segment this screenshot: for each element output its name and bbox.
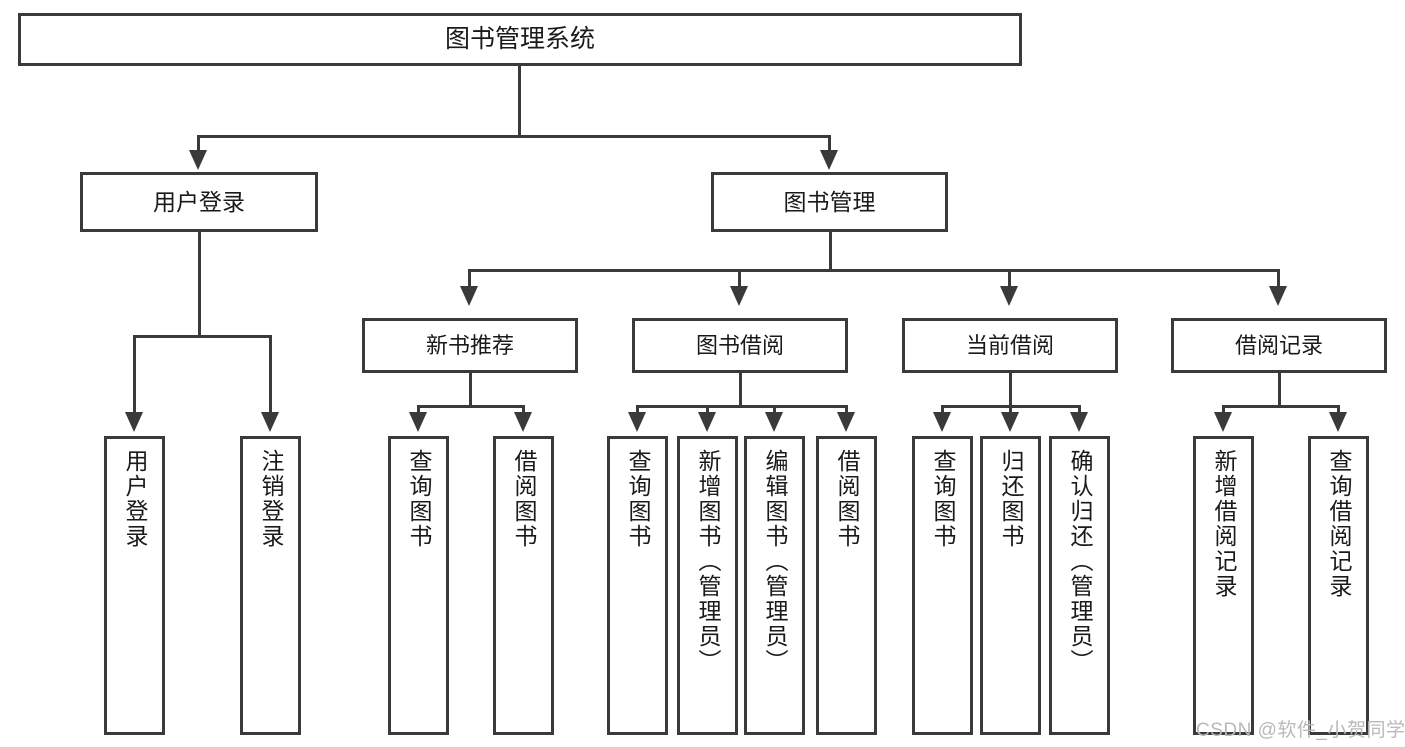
connector-bookmgmt-to-l2-1 — [468, 269, 471, 291]
node-label: 新增借阅记录 — [1211, 449, 1237, 599]
leaf-book-borrow-edit[interactable]: 编辑图书（管理员） — [744, 436, 805, 735]
arrow-bookmgmt-to-l2-3 — [1000, 286, 1018, 306]
leaf-current-borrow-confirm-return[interactable]: 确认归还（管理员） — [1049, 436, 1110, 735]
arrow-newbook-to-leaf1 — [409, 412, 427, 432]
node-new-book-recommend[interactable]: 新书推荐 — [362, 318, 578, 373]
connector-borrowrecord-bus — [1222, 405, 1340, 408]
arrow-bookborrow-to-leaf2 — [698, 412, 716, 432]
leaf-current-borrow-return[interactable]: 归还图书 — [980, 436, 1041, 735]
connector-newbook-bus — [417, 405, 525, 408]
connector-root-bus — [197, 135, 831, 138]
connector-bookborrow-stem — [739, 373, 742, 406]
node-user-login[interactable]: 用户登录 — [80, 172, 318, 232]
connector-borrowrecord-to-leaf1 — [1222, 405, 1225, 417]
connector-bookborrow-bus — [636, 405, 848, 408]
node-label: 编辑图书（管理员） — [762, 449, 788, 674]
leaf-user-login-login[interactable]: 用户登录 — [104, 436, 165, 735]
arrow-newbook-to-leaf2 — [514, 412, 532, 432]
connector-currentborrow-to-leaf3 — [1078, 405, 1081, 417]
node-label: 当前借阅 — [965, 332, 1054, 358]
node-label: 借阅记录 — [1234, 332, 1323, 358]
connector-userlogin-to-leaf2 — [269, 335, 272, 417]
connector-newbook-stem — [469, 373, 472, 406]
connector-newbook-to-leaf2 — [522, 405, 525, 417]
watermark-text: CSDN @软件_小贺同学 — [1196, 720, 1405, 741]
node-label: 注销登录 — [258, 449, 284, 549]
leaf-new-book-borrow[interactable]: 借阅图书 — [493, 436, 554, 735]
node-label: 查询图书 — [625, 449, 651, 549]
node-label: 图书管理 — [783, 188, 876, 215]
connector-currentborrow-to-leaf2 — [1009, 405, 1012, 417]
node-current-borrow[interactable]: 当前借阅 — [902, 318, 1118, 373]
arrow-root-to-bookmgmt — [820, 150, 838, 170]
node-label: 新书推荐 — [425, 332, 514, 358]
node-label: 用户登录 — [153, 188, 245, 215]
node-borrow-record[interactable]: 借阅记录 — [1171, 318, 1387, 373]
arrow-bookmgmt-to-l2-2 — [730, 286, 748, 306]
arrow-userlogin-to-leaf2 — [261, 412, 279, 432]
node-book-borrow[interactable]: 图书借阅 — [632, 318, 848, 373]
arrow-currentborrow-to-leaf3 — [1070, 412, 1088, 432]
connector-root-stem — [518, 66, 521, 135]
arrow-bookborrow-to-leaf3 — [765, 412, 783, 432]
node-label: 借阅图书 — [511, 449, 537, 549]
connector-currentborrow-to-leaf1 — [941, 405, 944, 417]
arrow-currentborrow-to-leaf2 — [1001, 412, 1019, 432]
connector-borrowrecord-stem — [1278, 373, 1281, 406]
connector-bookborrow-to-leaf3 — [773, 405, 776, 417]
connector-bookmgmt-bus — [468, 269, 1280, 272]
arrow-bookmgmt-to-l2-4 — [1269, 286, 1287, 306]
node-label: 图书借阅 — [695, 332, 784, 358]
arrow-bookborrow-to-leaf1 — [628, 412, 646, 432]
node-label: 用户登录 — [122, 449, 148, 549]
leaf-borrow-record-query[interactable]: 查询借阅记录 — [1308, 436, 1369, 735]
arrow-bookborrow-to-leaf4 — [837, 412, 855, 432]
connector-bookborrow-to-leaf4 — [845, 405, 848, 417]
leaf-new-book-query[interactable]: 查询图书 — [388, 436, 449, 735]
connector-borrowrecord-to-leaf2 — [1337, 405, 1340, 417]
connector-newbook-to-leaf1 — [417, 405, 420, 417]
connector-root-to-bookmgmt — [828, 135, 831, 157]
connector-currentborrow-stem — [1009, 373, 1012, 406]
leaf-borrow-record-add[interactable]: 新增借阅记录 — [1193, 436, 1254, 735]
connector-bookborrow-to-leaf1 — [636, 405, 639, 417]
node-label: 归还图书 — [998, 449, 1024, 549]
connector-bookmgmt-stem — [829, 232, 832, 270]
node-label: 查询图书 — [930, 449, 956, 549]
connector-bookmgmt-to-l2-3 — [1008, 269, 1011, 291]
leaf-book-borrow-query[interactable]: 查询图书 — [607, 436, 668, 735]
node-label: 图书管理系统 — [444, 25, 595, 54]
connector-root-to-userlogin — [197, 135, 200, 157]
node-label: 确认归还（管理员） — [1067, 449, 1093, 674]
arrow-borrowrecord-to-leaf1 — [1214, 412, 1232, 432]
leaf-book-borrow-borrow[interactable]: 借阅图书 — [816, 436, 877, 735]
arrow-root-to-userlogin — [189, 150, 207, 170]
node-label: 新增图书（管理员） — [695, 449, 721, 674]
leaf-current-borrow-query[interactable]: 查询图书 — [912, 436, 973, 735]
node-label: 查询借阅记录 — [1326, 449, 1352, 599]
connector-userlogin-to-leaf1 — [133, 335, 136, 417]
connector-userlogin-bus — [133, 335, 272, 338]
leaf-book-borrow-add[interactable]: 新增图书（管理员） — [677, 436, 738, 735]
node-root-system[interactable]: 图书管理系统 — [18, 13, 1022, 66]
node-label: 借阅图书 — [834, 449, 860, 549]
node-label: 查询图书 — [406, 449, 432, 549]
connector-bookmgmt-to-l2-4 — [1277, 269, 1280, 291]
node-book-management[interactable]: 图书管理 — [711, 172, 948, 232]
connector-userlogin-stem — [198, 232, 201, 336]
connector-bookmgmt-to-l2-2 — [738, 269, 741, 291]
connector-bookborrow-to-leaf2 — [706, 405, 709, 417]
leaf-user-login-logout[interactable]: 注销登录 — [240, 436, 301, 735]
arrow-borrowrecord-to-leaf2 — [1329, 412, 1347, 432]
arrow-userlogin-to-leaf1 — [125, 412, 143, 432]
arrow-bookmgmt-to-l2-1 — [460, 286, 478, 306]
arrow-currentborrow-to-leaf1 — [933, 412, 951, 432]
